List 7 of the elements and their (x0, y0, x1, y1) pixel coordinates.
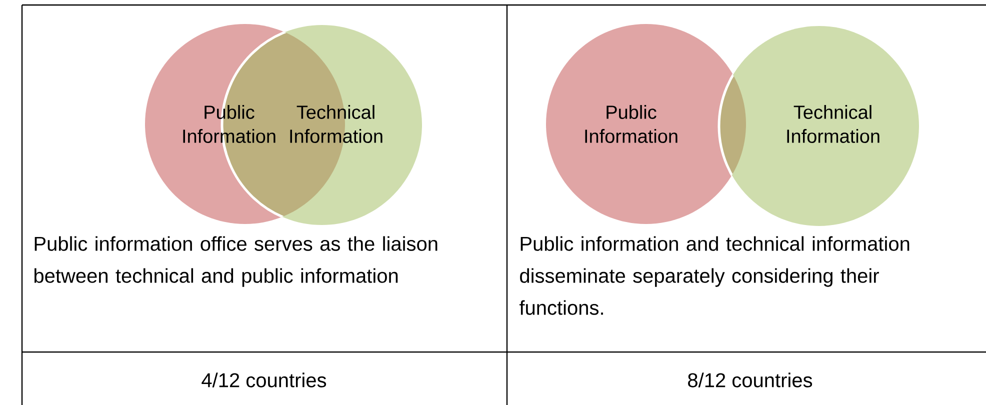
circle-label: Technical Information (787, 105, 880, 143)
country-count: 4/12 countries (202, 372, 326, 388)
description-text: Public information and technical information disseminate separately considering their functions. (519, 236, 910, 315)
country-count: 8/12 countries (688, 372, 812, 388)
circle-label: Technical Information (290, 105, 382, 143)
description-text: Public information office serves as the liaison between technical and public information (34, 236, 438, 287)
circle-label: Public Information (585, 105, 678, 143)
